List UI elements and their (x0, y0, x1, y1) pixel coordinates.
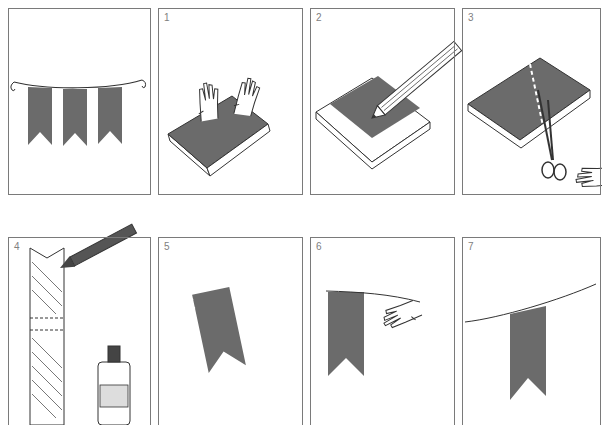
fold-line (30, 330, 64, 331)
cut-line (530, 64, 548, 150)
pennant (328, 292, 364, 376)
scissor-blade (538, 90, 552, 160)
hand (233, 77, 261, 117)
scissor-handle (542, 162, 554, 178)
step-number: 5 (164, 241, 170, 252)
step-panel: 7 (462, 237, 601, 425)
pencil-stripe (381, 46, 455, 108)
scissor-blade (548, 100, 553, 160)
book-edge (207, 124, 270, 176)
step-number: 3 (468, 12, 474, 23)
scissor-handle (554, 164, 566, 180)
step-number: 1 (164, 12, 170, 23)
pennant (192, 287, 246, 373)
step-panel: 2 (310, 8, 455, 195)
book-edge (468, 90, 590, 148)
bunting-string (14, 80, 142, 88)
panel-frame (9, 9, 151, 195)
bottle-body (98, 362, 130, 425)
pencil-body (377, 41, 461, 114)
string-curl (142, 80, 146, 88)
string-curl (11, 82, 15, 91)
pennant (510, 306, 546, 400)
pencil (368, 41, 462, 122)
pencil-lead (371, 114, 377, 120)
pennant (28, 87, 52, 145)
bunting-string (326, 291, 420, 302)
bottle-cap (108, 346, 120, 362)
paper-sheet (468, 58, 590, 140)
fold-edge (191, 299, 195, 309)
step-panel: 6 (310, 237, 455, 425)
step-number: 4 (14, 241, 20, 252)
hand (574, 163, 602, 192)
step-number: 6 (316, 241, 322, 252)
paper-strip (30, 248, 64, 425)
glue-bottle (98, 346, 130, 425)
step-panel: 4 (8, 237, 151, 425)
fold-line (30, 318, 64, 319)
step-panel: 5 (158, 237, 303, 425)
pennant (98, 87, 122, 144)
glue-brush (57, 223, 137, 273)
glue-hatching (32, 262, 62, 418)
brush-handle (70, 224, 137, 266)
step-panel: 3 (462, 8, 601, 195)
pencil-stripe (384, 49, 458, 111)
step-number: 7 (468, 241, 474, 252)
hand (194, 81, 223, 121)
pennant (63, 89, 87, 146)
step-number: 2 (316, 12, 322, 23)
hand (379, 296, 423, 334)
pencil-tip (368, 106, 385, 123)
bottle-label (100, 385, 128, 407)
step-panel: 1 (158, 8, 303, 195)
